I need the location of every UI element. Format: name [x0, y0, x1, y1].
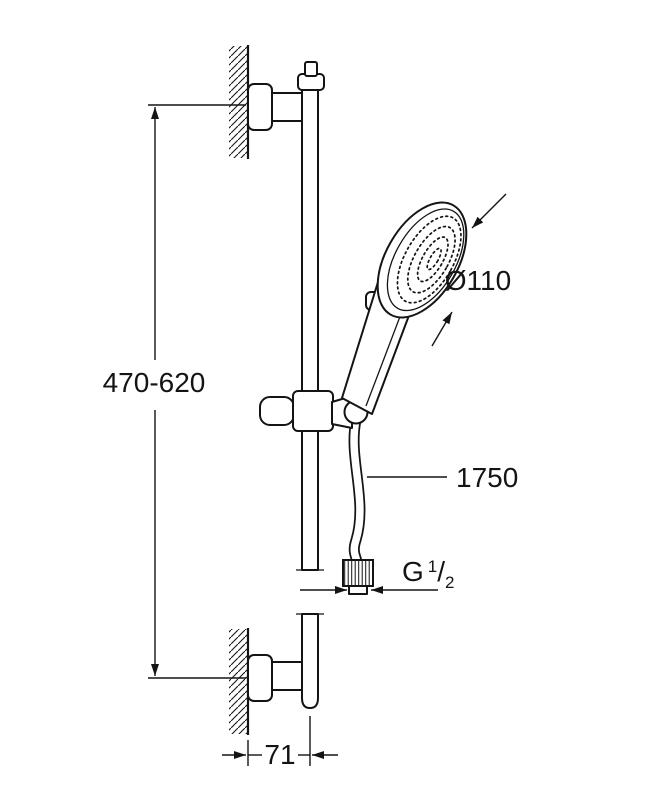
dimension-hose-length: 1750 — [367, 462, 518, 493]
connector-nut-knurl — [342, 559, 374, 587]
spray-ring-4 — [426, 247, 442, 271]
rail-bracket-top — [247, 83, 305, 131]
spray-ring-3 — [416, 236, 449, 283]
hose-inner — [350, 419, 364, 563]
wall-bottom — [229, 628, 250, 735]
slider-knob — [259, 396, 295, 426]
hand-shower — [341, 201, 468, 415]
thread-prefix: G — [402, 556, 424, 587]
bracket-top-arm — [269, 92, 305, 122]
dimension-height: 470-620 — [103, 104, 246, 679]
slider-holder — [259, 390, 334, 432]
rail-top-stub — [304, 61, 318, 77]
bracket-bottom-flange — [247, 654, 273, 702]
shower-rail — [296, 61, 325, 709]
diameter-label: Ø110 — [445, 265, 511, 296]
shower-head — [376, 201, 468, 319]
width-label: 71 — [264, 739, 295, 770]
shower-hose — [348, 418, 366, 564]
diameter-arrow-lower — [431, 311, 453, 347]
wall-top — [229, 45, 250, 159]
spray-ring-1 — [396, 215, 462, 304]
thread-slash: / — [437, 556, 445, 587]
height-range-label: 470-620 — [103, 367, 206, 398]
wall-top-hatching — [229, 46, 248, 158]
thread-numerator: 1 — [428, 557, 437, 576]
thread-denominator: 2 — [445, 573, 454, 592]
bracket-bottom-arm — [269, 661, 305, 691]
connector-thread-stub — [348, 585, 368, 595]
wall-bottom-hatching — [229, 629, 248, 734]
rail-bracket-bottom — [247, 654, 305, 702]
dimension-width: 71 — [222, 716, 338, 770]
head-rim — [386, 208, 465, 312]
bracket-top-flange — [247, 83, 273, 131]
handle-contour-line — [365, 305, 405, 407]
rail-lower-segment — [301, 613, 319, 709]
head-outline — [376, 201, 468, 319]
diameter-arrow-upper — [471, 193, 507, 229]
rail-upper-segment — [301, 89, 319, 571]
hose-length-label: 1750 — [456, 462, 518, 493]
hose-connector — [342, 559, 374, 595]
spray-ring-2 — [406, 225, 456, 294]
dimension-diameter: Ø110 — [431, 193, 511, 347]
slider-body — [292, 390, 334, 432]
